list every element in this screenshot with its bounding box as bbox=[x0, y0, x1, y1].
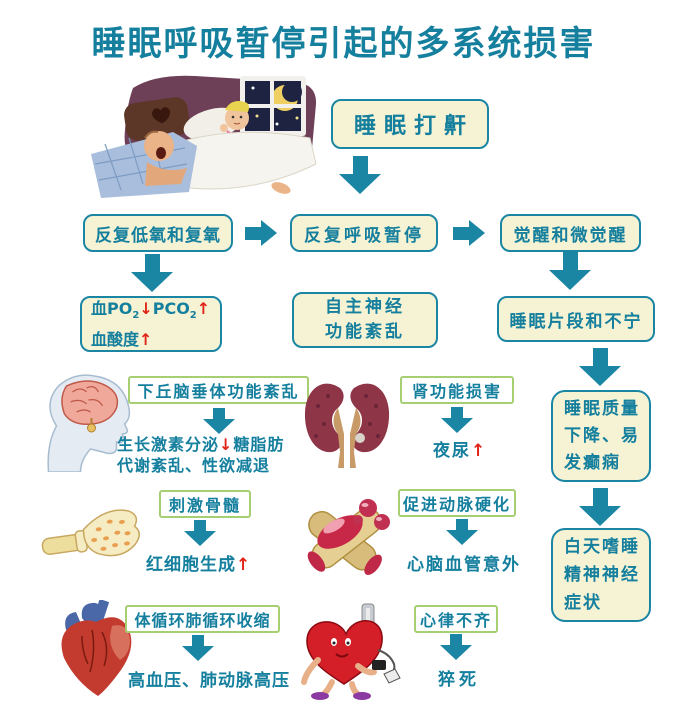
circulation-label: 体循环肺循环收缩 bbox=[134, 611, 271, 630]
pituitary-label: 下丘脑垂体功能紊乱 bbox=[137, 382, 300, 401]
up-arrow-glyph: ↑ bbox=[471, 441, 488, 461]
arousal-label: 觉醒和微觉醒 bbox=[513, 225, 628, 246]
kidneys-icon bbox=[304, 383, 390, 468]
marrow-result: 红细胞生成↑ bbox=[146, 555, 252, 575]
arrhythmia-box: 心律不齐 bbox=[414, 605, 498, 633]
snore-box: 睡眠打鼾 bbox=[331, 99, 489, 149]
daytime-line1: 白天嗜睡 bbox=[564, 537, 640, 557]
down-arrow bbox=[184, 520, 216, 546]
right-arrow bbox=[245, 220, 277, 246]
up-arrow-glyph: ↑ bbox=[236, 555, 252, 575]
hypoxia-label: 反复低氧和复氧 bbox=[95, 225, 221, 246]
down-arrow bbox=[579, 348, 621, 386]
autonomic-line2: 功能紊乱 bbox=[325, 322, 405, 342]
pituitary-result-line1: 生长激素分泌↓糖脂肪 bbox=[117, 435, 285, 454]
down-arrow-glyph: ↓ bbox=[219, 435, 234, 454]
artery-box: 促进动脉硬化 bbox=[398, 489, 516, 517]
page-title: 睡眠呼吸暂停引起的多系统损害 bbox=[91, 24, 596, 64]
down-arrow bbox=[182, 635, 214, 661]
hypoxia-box: 反复低氧和复氧 bbox=[83, 214, 233, 252]
down-arrow bbox=[339, 156, 381, 194]
kidney-result: 夜尿↑ bbox=[433, 441, 488, 461]
pituitary-result-line2: 代谢紊乱、性欲减退 bbox=[117, 456, 271, 475]
blood-gas-line2: 血酸度↑ bbox=[91, 329, 153, 349]
quality-line3: 发癫痫 bbox=[564, 452, 621, 473]
blood-gas-box: 血PO2↓PCO2↑ 血酸度↑ bbox=[80, 296, 222, 352]
circulation-result: 高血压、肺动脉高压 bbox=[128, 671, 290, 691]
window-moon-icon bbox=[240, 76, 306, 136]
down-arrow bbox=[203, 408, 235, 434]
down-arrow bbox=[131, 254, 173, 292]
up-arrow-glyph: ↑ bbox=[139, 329, 153, 349]
down-arrow bbox=[446, 519, 478, 545]
artery-icon bbox=[307, 499, 390, 575]
fragment-box: 睡眠片段和不宁 bbox=[497, 296, 655, 342]
sleep-quality-box: 睡眠质量 下降、易 发癫痫 bbox=[551, 390, 651, 482]
down-arrow-glyph: ↓ bbox=[139, 299, 153, 319]
head-brain-icon bbox=[47, 374, 131, 472]
quality-line2: 下降、易 bbox=[564, 425, 640, 446]
blood-gas-line1: 血PO2↓PCO2↑ bbox=[91, 299, 211, 322]
marrow-box: 刺激骨髓 bbox=[159, 490, 251, 518]
arousal-box: 觉醒和微觉醒 bbox=[500, 214, 641, 252]
circulation-box: 体循环肺循环收缩 bbox=[125, 605, 280, 633]
cartoon-heart-icon bbox=[301, 603, 401, 700]
pituitary-box: 下丘脑垂体功能紊乱 bbox=[128, 376, 309, 404]
apnea-box: 反复呼吸暂停 bbox=[290, 214, 438, 252]
right-arrow bbox=[453, 220, 485, 246]
daytime-line3: 症状 bbox=[564, 593, 602, 613]
autonomic-line1: 自主神经 bbox=[325, 297, 405, 317]
kidney-box: 肾功能损害 bbox=[400, 376, 514, 404]
autonomic-box: 自主神经 功能紊乱 bbox=[292, 292, 438, 348]
daytime-box: 白天嗜睡 精神神经 症状 bbox=[551, 528, 651, 622]
bone-marrow-icon bbox=[41, 509, 141, 557]
artery-result: 心脑血管意外 bbox=[407, 555, 521, 575]
kidney-label: 肾功能损害 bbox=[411, 382, 502, 401]
up-arrow-glyph: ↑ bbox=[196, 299, 211, 319]
heart-anatomy-icon bbox=[61, 600, 132, 696]
down-arrow bbox=[579, 488, 621, 526]
sleeping-couple-illustration bbox=[91, 75, 317, 198]
fragment-label: 睡眠片段和不宁 bbox=[509, 311, 643, 332]
artery-label: 促进动脉硬化 bbox=[402, 495, 511, 514]
arrhythmia-result: 猝死 bbox=[438, 670, 480, 690]
arrhythmia-label: 心律不齐 bbox=[419, 611, 492, 630]
down-arrow bbox=[441, 407, 473, 433]
quality-line1: 睡眠质量 bbox=[564, 398, 640, 419]
daytime-line2: 精神神经 bbox=[564, 565, 640, 585]
snore-label: 睡眠打鼾 bbox=[353, 114, 474, 139]
down-arrow bbox=[549, 252, 591, 290]
pituitary-result: 生长激素分泌↓糖脂肪 代谢紊乱、性欲减退 bbox=[117, 434, 284, 476]
marrow-label: 刺激骨髓 bbox=[168, 496, 241, 515]
apnea-label: 反复呼吸暂停 bbox=[304, 225, 424, 246]
down-arrow bbox=[440, 634, 472, 660]
